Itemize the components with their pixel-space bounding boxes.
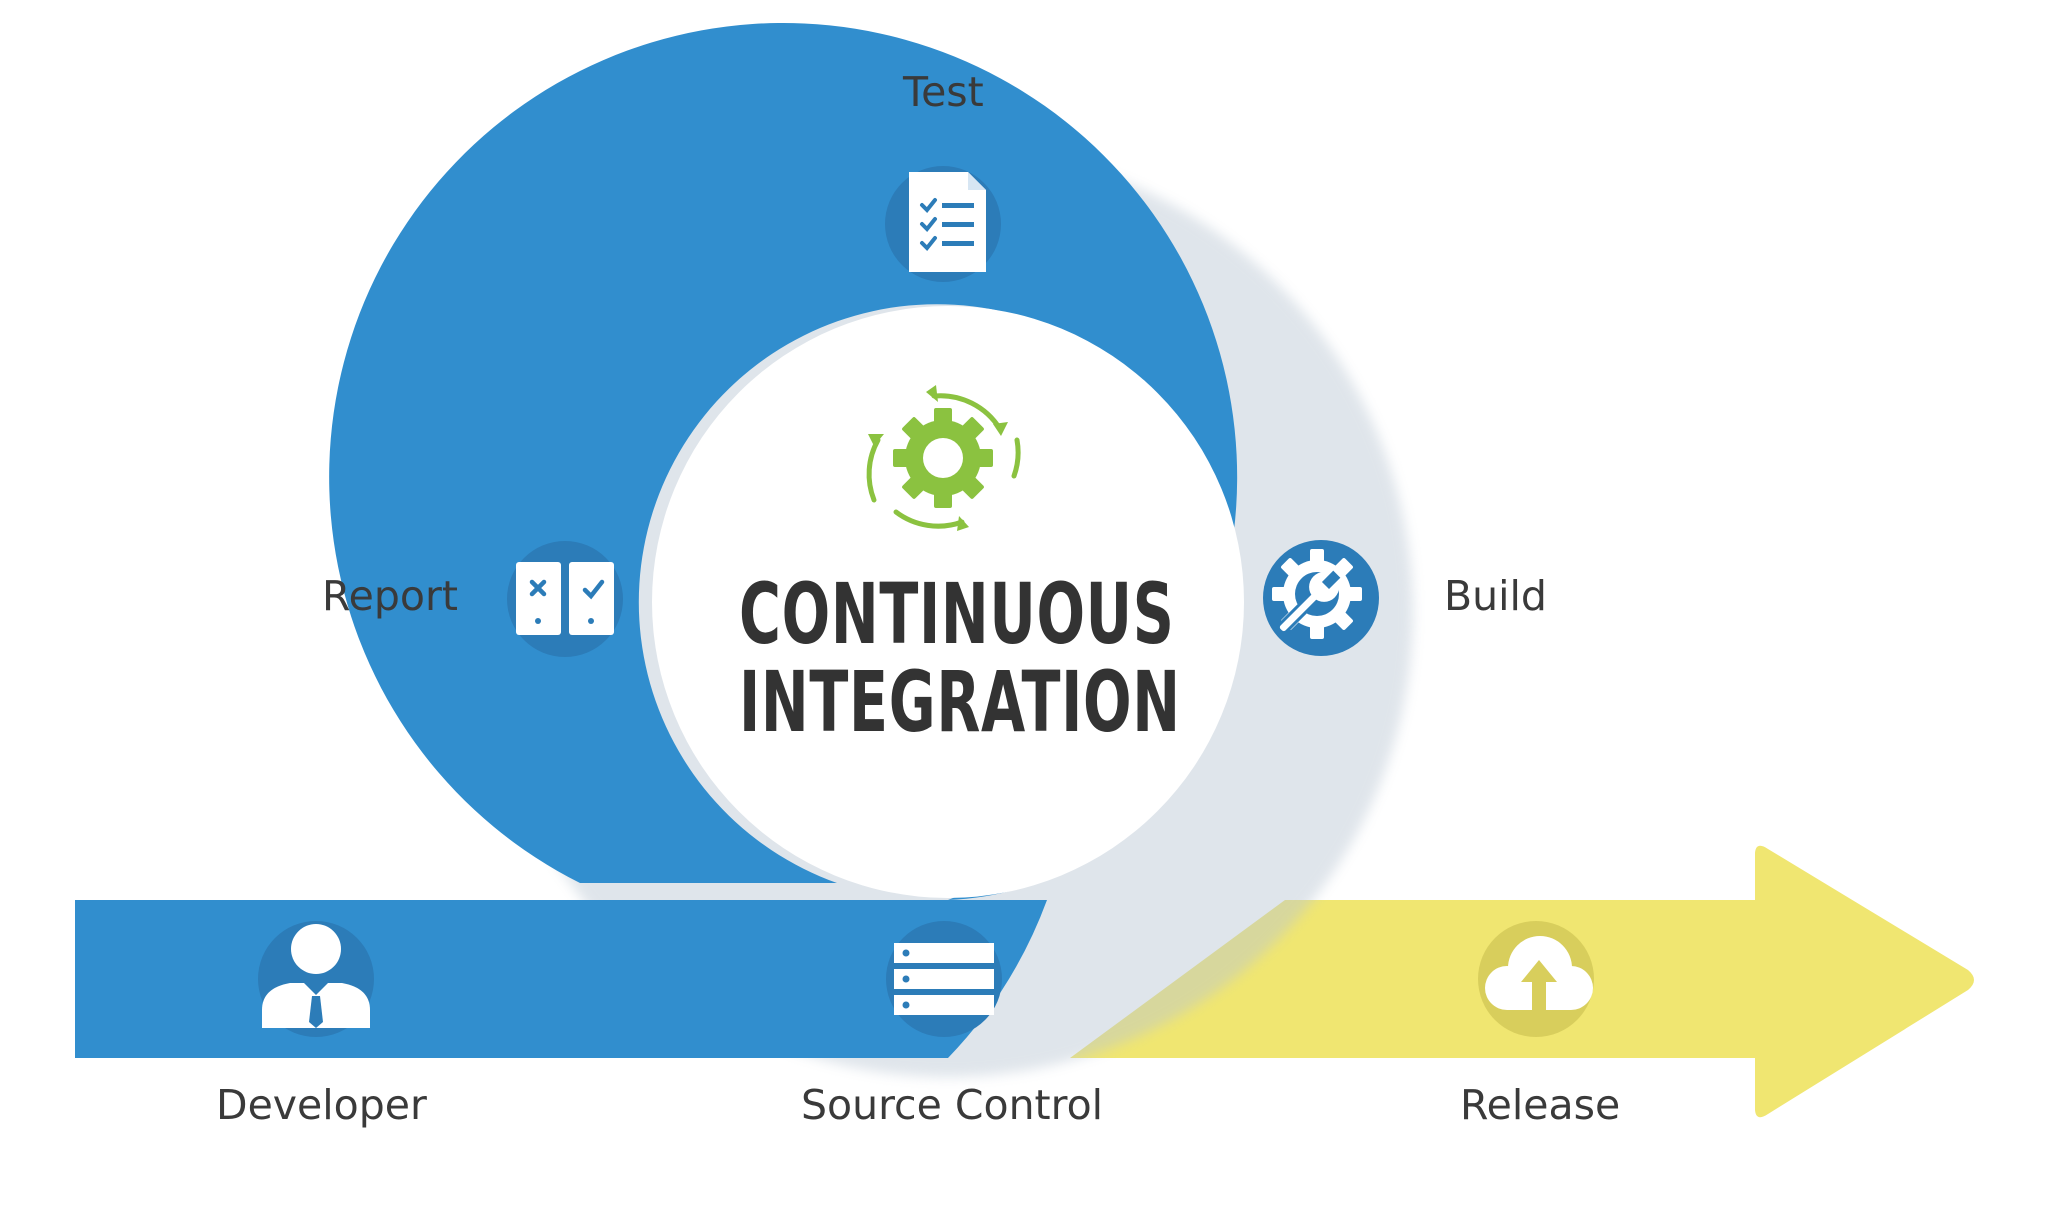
- developer-user-icon: [258, 921, 374, 1037]
- cloud-upload-icon: [1478, 921, 1594, 1037]
- stage-label-test: Test: [903, 68, 984, 116]
- report-board-icon: [507, 541, 623, 657]
- stage-label-release: Release: [1460, 1081, 1621, 1129]
- gear-wrench-icon: [1263, 540, 1379, 656]
- server-stack-icon: [886, 921, 1002, 1037]
- gear-cycle-icon: [866, 385, 1021, 531]
- title-line-integration: INTEGRATION: [739, 653, 1181, 751]
- stage-label-build: Build: [1444, 572, 1547, 620]
- ci-center-disc: [652, 306, 1244, 898]
- stage-label-developer: Developer: [216, 1081, 427, 1129]
- stage-label-source-control: Source Control: [801, 1081, 1104, 1129]
- checklist-document-icon: [885, 166, 1001, 282]
- title-line-continuous: CONTINUOUS: [739, 565, 1175, 663]
- stage-label-report: Report: [322, 572, 458, 620]
